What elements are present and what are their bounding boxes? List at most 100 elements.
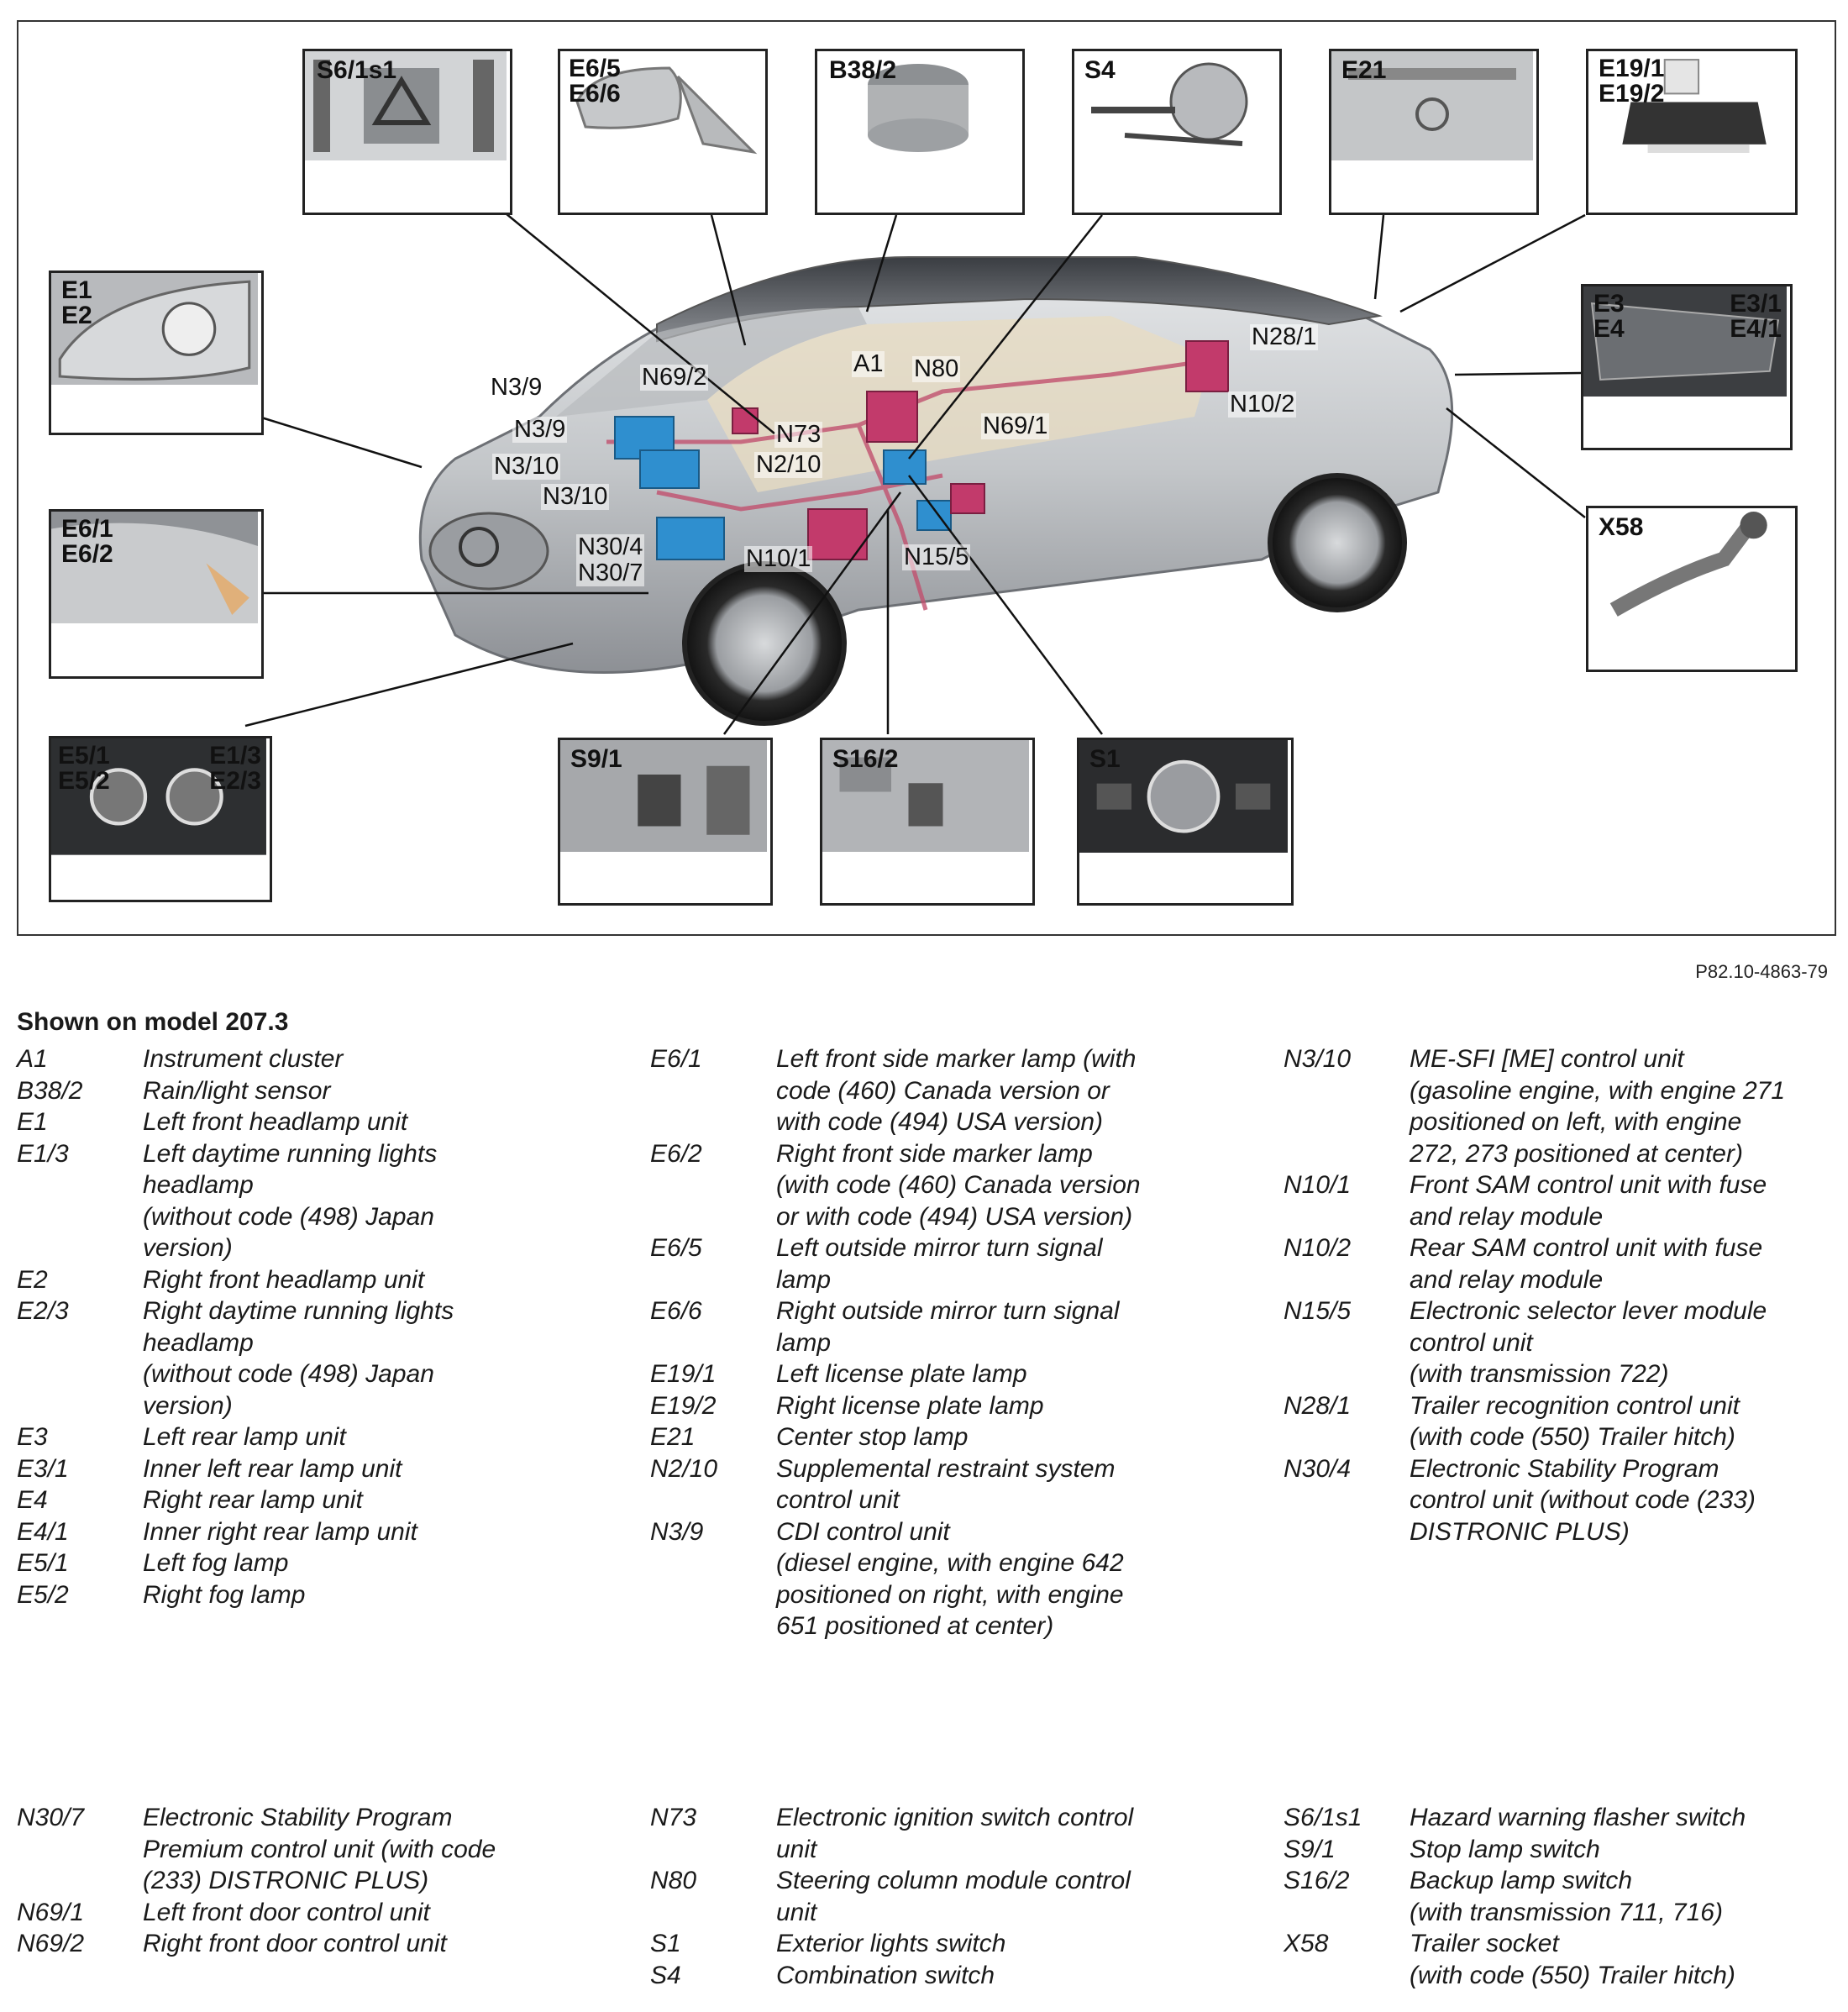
windshield xyxy=(556,307,867,417)
callout-s16-2: S16/2 xyxy=(820,738,1035,906)
legend-description: Right rear lamp unit xyxy=(143,1486,363,1514)
callout-e6-1: E6/1 E6/2 xyxy=(49,509,264,679)
legend-code: E6/2 xyxy=(650,1139,702,1168)
legend-description: Electronic Stability Program Premium con… xyxy=(143,1804,496,1894)
grille xyxy=(428,512,549,591)
part-label: N15/5 xyxy=(902,544,971,570)
star-emblem xyxy=(459,527,499,567)
legend-description: Left front side marker lamp (with code (… xyxy=(776,1045,1137,1136)
center-stop-lamp-icon xyxy=(1331,51,1533,160)
legend-code: N3/9 xyxy=(650,1517,704,1546)
part-label: N69/1 xyxy=(981,412,1050,439)
legend-code: N73 xyxy=(650,1804,697,1831)
part-label: N80 xyxy=(912,355,961,382)
legend-code: N10/1 xyxy=(1284,1171,1352,1199)
legend-description: Inner right rear lamp unit xyxy=(143,1517,417,1546)
legend-code: S1 xyxy=(650,1930,681,1957)
legend-code: E6/1 xyxy=(650,1045,702,1073)
legend-description: CDI control unit (diesel engine, with en… xyxy=(776,1517,1124,1641)
callout-tag: S6/1s1 xyxy=(317,56,397,84)
callout-tag: S1 xyxy=(1089,745,1121,773)
legend-entry: E6/2 Right front side marker lamp (with c… xyxy=(650,1138,1238,1233)
legend-code: N3/10 xyxy=(1284,1045,1352,1073)
callout-tag: E6/5 E6/6 xyxy=(569,55,621,108)
callout-tag: E19/1 E19/2 xyxy=(1599,55,1665,108)
legend-description: Supplemental restraint system control un… xyxy=(776,1454,1116,1515)
legend-description: Center stop lamp xyxy=(776,1423,969,1451)
legend-code: B38/2 xyxy=(17,1076,83,1105)
legend-entry: E6/1 Left front side marker lamp (with co… xyxy=(650,1043,1238,1138)
legend-description: Backup lamp switch (with transmission 71… xyxy=(1410,1867,1723,1926)
legend-code: A1 xyxy=(17,1045,48,1073)
legend-description: Combination switch xyxy=(776,1961,995,1989)
legend-code: E1/3 xyxy=(17,1139,69,1168)
legend-code: N30/7 xyxy=(17,1804,85,1831)
legend-code: E3 xyxy=(17,1423,48,1451)
callout-e19: E19/1 E19/2 xyxy=(1586,49,1798,215)
callout-tag: E3 E4 xyxy=(1593,290,1625,343)
part-label: N28/1 xyxy=(1250,323,1319,350)
legend-description: Right front side marker lamp (with code … xyxy=(776,1139,1141,1231)
legend-description: Left outside mirror turn signal lamp xyxy=(776,1234,1103,1294)
callout-b38-2: B38/2 xyxy=(815,49,1025,215)
callout-x58: X58 xyxy=(1586,506,1798,672)
legend-entry: X58 Trailer socket (with code (550) Trail… xyxy=(1284,1928,1838,1991)
module-n3-10 xyxy=(639,449,700,489)
stop-lamp-switch-icon xyxy=(560,740,767,853)
legend-description: Left front door control unit xyxy=(143,1898,430,1926)
legend-description: Front SAM control unit with fuse and rel… xyxy=(1410,1171,1767,1231)
legend-code: E5/2 xyxy=(17,1580,69,1609)
part-label: N3/10 xyxy=(492,453,561,480)
trailer-socket-icon xyxy=(1588,508,1792,619)
callout-s6-1s1: S6/1s1 xyxy=(302,49,512,215)
callout-tag: X58 xyxy=(1599,513,1644,541)
legend-description: Instrument cluster xyxy=(143,1045,344,1073)
legend-code: N28/1 xyxy=(1284,1391,1352,1420)
callout-tag: E3/1 E4/1 xyxy=(1730,290,1782,343)
callout-tag: S16/2 xyxy=(832,745,899,773)
legend-description: Steering column module control unit xyxy=(776,1867,1131,1926)
part-label: N3/9 xyxy=(512,416,568,443)
legend-description: Trailer socket (with code (550) Trailer … xyxy=(1410,1930,1735,1989)
callout-tag: E5/1 E5/2 xyxy=(58,742,110,795)
legend-code: E19/2 xyxy=(650,1391,717,1420)
figure-code: P82.10-4863-79 xyxy=(1695,961,1828,982)
legend-code: E6/5 xyxy=(650,1234,702,1262)
legend-top-col2: E6/1 Left front side marker lamp (with co… xyxy=(650,1043,1238,1642)
legend-description: Electronic Stability Program control uni… xyxy=(1410,1454,1756,1546)
fog-lamp-icon xyxy=(51,738,266,855)
legend-description: Left license plate lamp xyxy=(776,1360,1027,1388)
callout-e6-5: E6/5 E6/6 xyxy=(558,49,768,215)
legend-entry: N10/1 Front SAM control unit with fuse an… xyxy=(1284,1169,1838,1232)
legend-description: Left rear lamp unit xyxy=(143,1423,346,1451)
part-label: N10/2 xyxy=(1228,391,1297,418)
module-a1 xyxy=(866,391,918,443)
hazard-switch-icon xyxy=(305,51,507,160)
module-n15-5 xyxy=(916,500,952,531)
legend-code: E1 xyxy=(17,1108,48,1136)
legend-code: E19/1 xyxy=(650,1360,717,1388)
part-label: N2/10 xyxy=(754,451,823,478)
legend-code: E2/3 xyxy=(17,1297,69,1325)
legend-code: N80 xyxy=(650,1867,697,1894)
part-label: N3/9 xyxy=(489,374,544,401)
legend-code: X58 xyxy=(1284,1930,1329,1957)
legend-description: Right license plate lamp xyxy=(776,1391,1044,1420)
legend-description: Inner left rear lamp unit xyxy=(143,1454,402,1483)
callout-tag: E21 xyxy=(1341,56,1387,84)
backup-lamp-switch-icon xyxy=(822,740,1029,853)
legend-entry: A1 Instrument cluster xyxy=(17,1043,605,1075)
